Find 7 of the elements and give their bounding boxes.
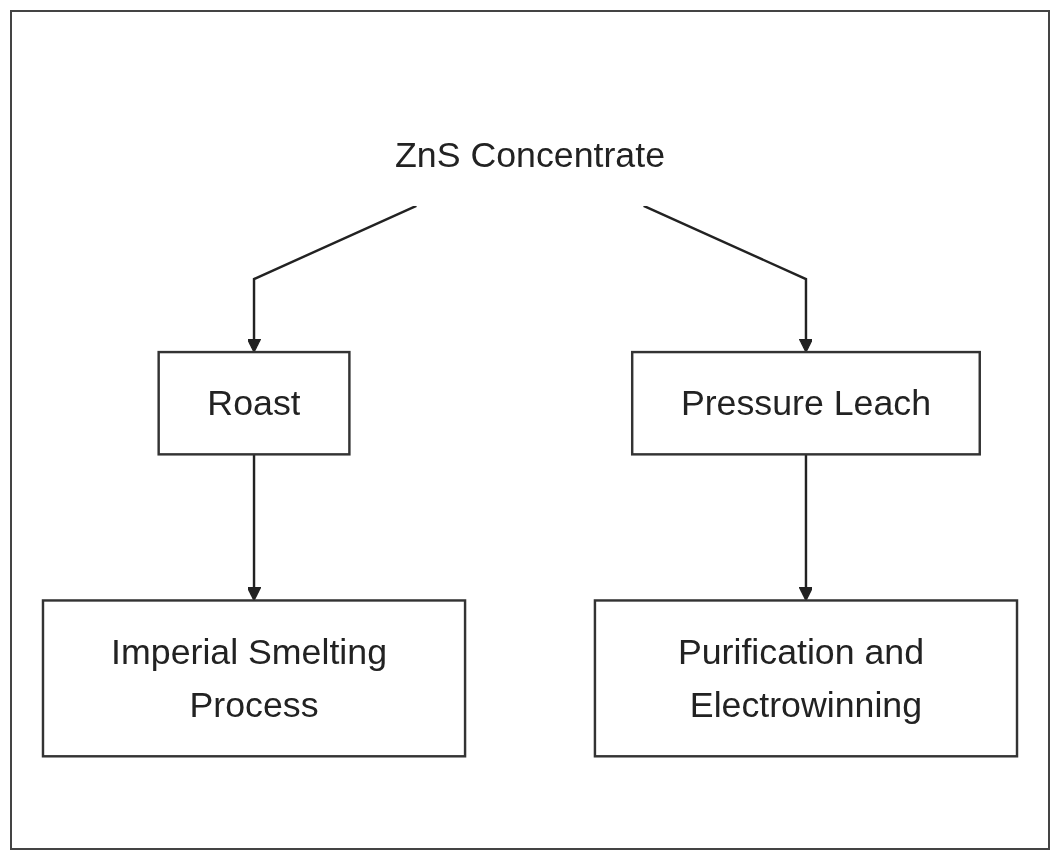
node-box: Purification and Electrowinning — [593, 599, 1019, 758]
arrow — [643, 204, 814, 353]
node-box: Roast — [157, 350, 351, 456]
node-box: Imperial Smelting Process — [41, 599, 467, 758]
arrow — [246, 204, 417, 353]
node-text: ZnS Concentrate — [395, 134, 665, 176]
node-box: Pressure Leach — [631, 350, 981, 456]
